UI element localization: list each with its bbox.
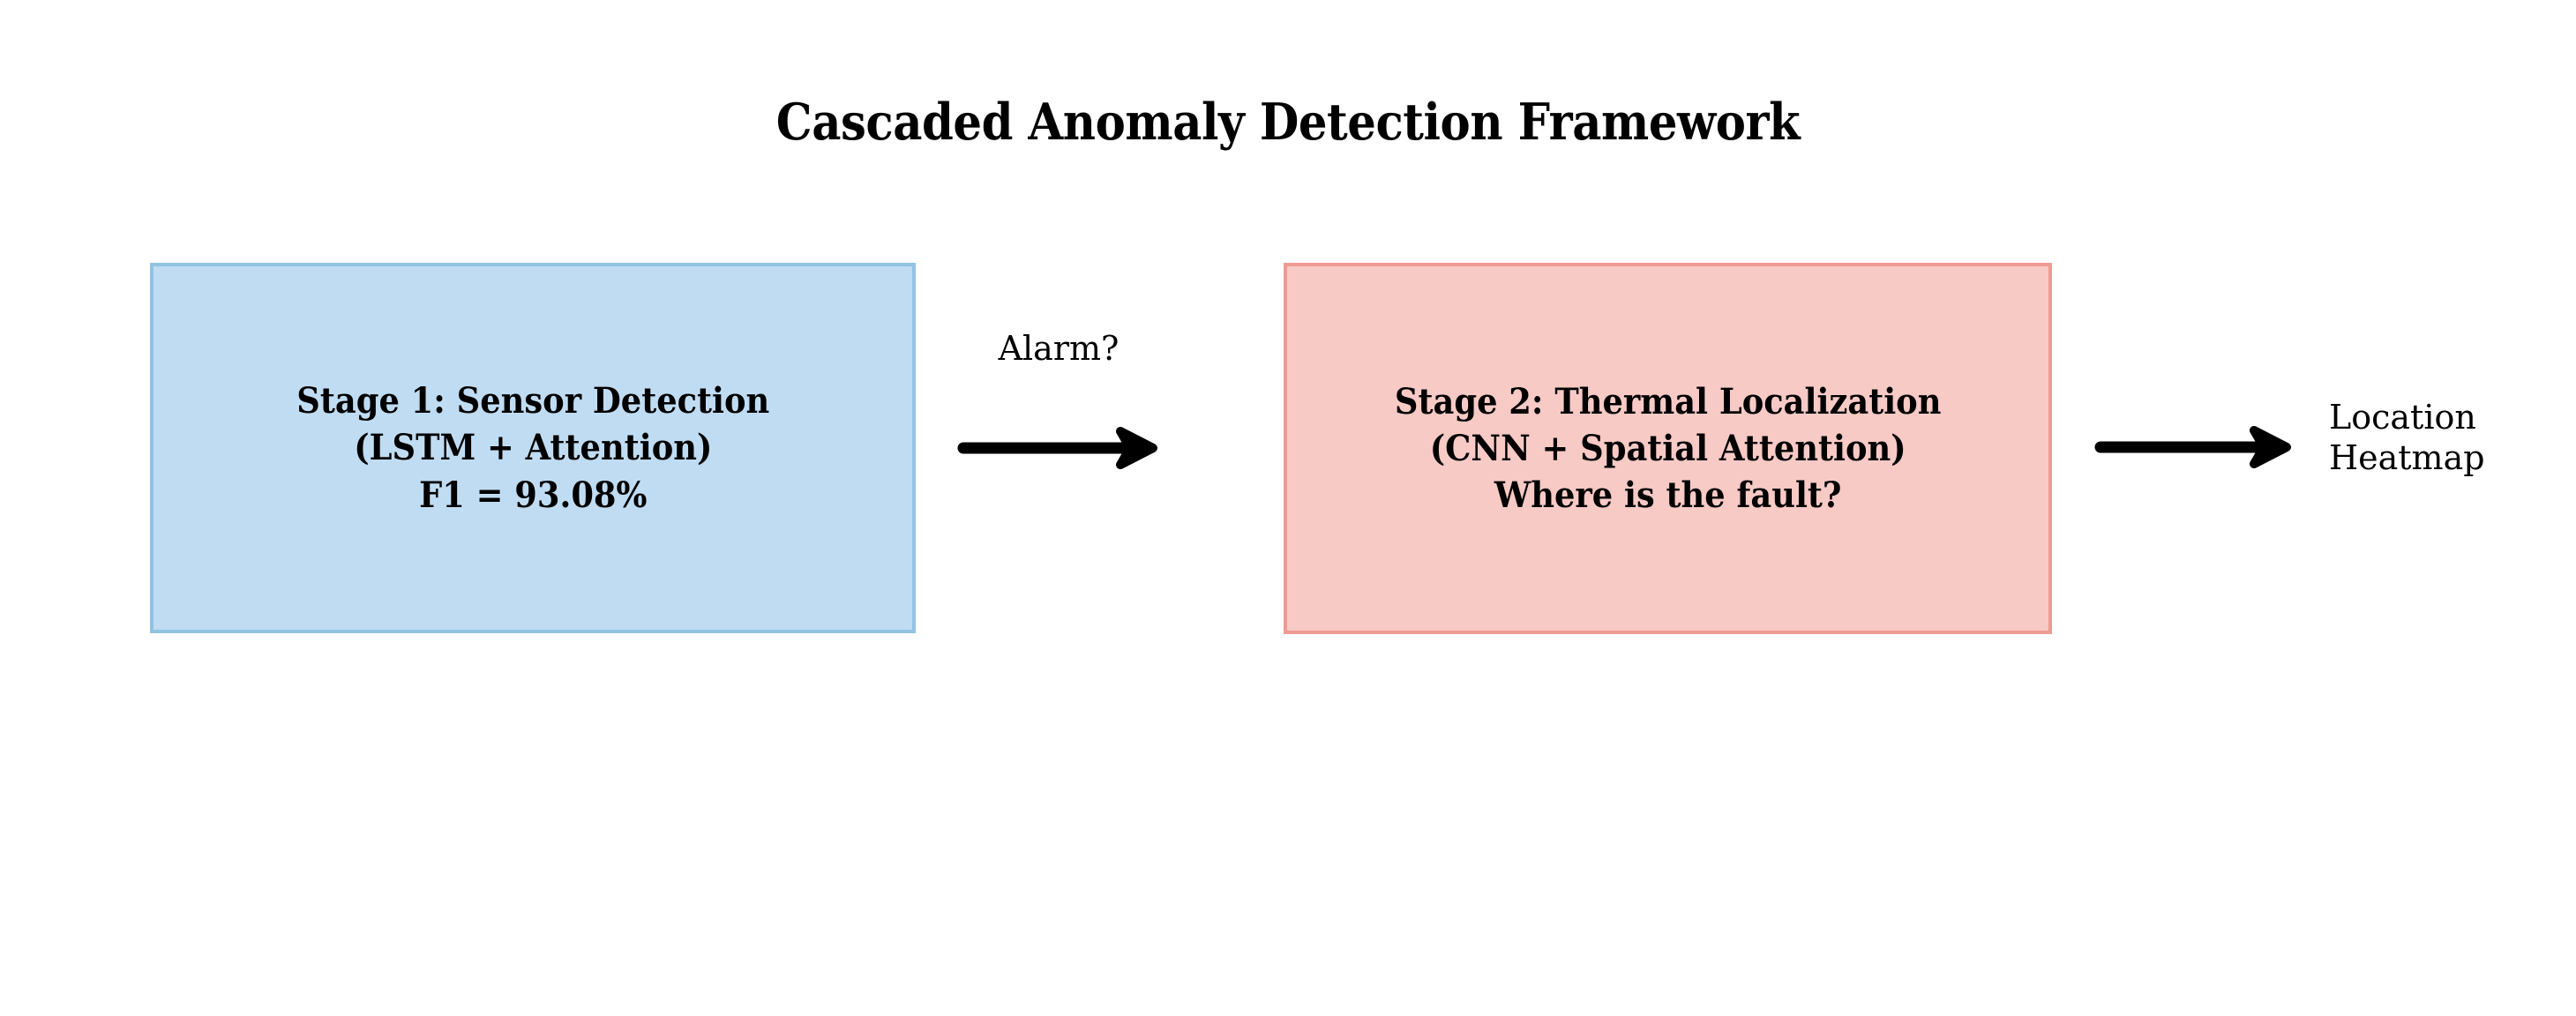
stage-2-box[interactable]: Stage 2: Thermal Localization (CNN + Spa…	[1284, 263, 2052, 634]
stage-2-label: Stage 2: Thermal Localization (CNN + Spa…	[1394, 380, 1942, 517]
connector-alarm-label: Alarm?	[998, 329, 1120, 368]
page-title: Cascaded Anomaly Detection Framework	[775, 93, 1801, 152]
stage-1-box[interactable]: Stage 1: Sensor Detection (LSTM + Attent…	[150, 263, 916, 633]
stage-1-label: Stage 1: Sensor Detection (LSTM + Attent…	[296, 380, 770, 516]
arrow-stage2-to-output-icon	[2094, 421, 2294, 474]
arrow-stage1-to-stage2-icon	[957, 422, 1160, 474]
output-heatmap-label: Location Heatmap	[2329, 398, 2485, 478]
